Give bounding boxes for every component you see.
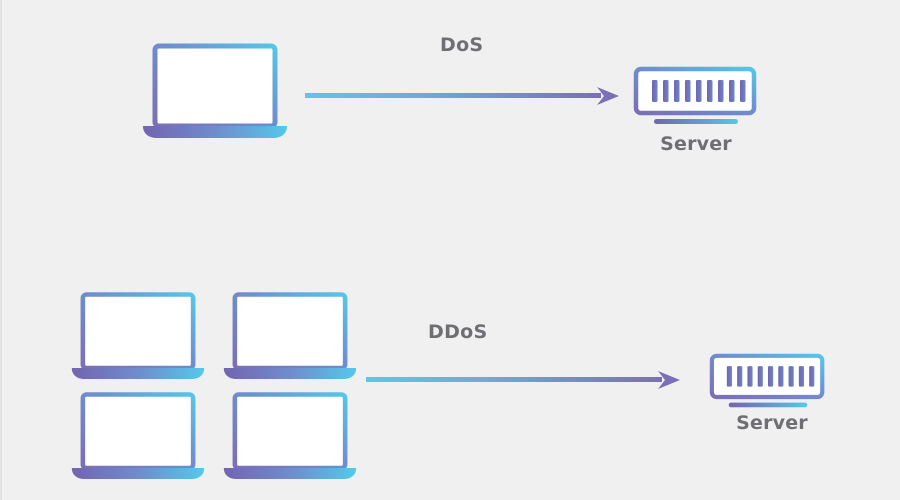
arrow-right-icon — [366, 371, 680, 389]
arrow-right-icon — [305, 87, 619, 105]
laptop-icon-dos-source — [141, 40, 289, 138]
server-label-dos: Server — [660, 133, 732, 155]
laptop-icon-ddos-source-1 — [70, 288, 206, 380]
server-stand-bar — [654, 119, 738, 124]
laptop-icon — [71, 292, 205, 380]
laptop-icon — [143, 43, 287, 138]
laptop-icon-ddos-source-2 — [222, 288, 358, 380]
laptop-icon — [71, 392, 205, 480]
attack-label-ddos: DDoS — [428, 321, 488, 343]
server-icon — [709, 353, 825, 408]
left-edge-divider — [0, 0, 2, 500]
laptop-icon — [223, 392, 357, 480]
server-status-bars — [726, 366, 815, 387]
server-icon-dos-target — [632, 66, 760, 128]
laptop-icon-ddos-source-3 — [70, 388, 206, 480]
arrow-right-icon-dos — [305, 85, 620, 107]
server-label-ddos: Server — [736, 412, 808, 434]
server-status-bars — [652, 80, 746, 102]
laptop-icon — [223, 292, 357, 380]
server-icon-ddos-target — [708, 353, 828, 411]
attack-label-dos: DoS — [440, 34, 484, 56]
server-stand-bar — [728, 402, 808, 408]
arrow-right-icon-ddos — [366, 369, 681, 391]
laptop-icon-ddos-source-4 — [222, 388, 358, 480]
server-icon — [633, 66, 757, 124]
